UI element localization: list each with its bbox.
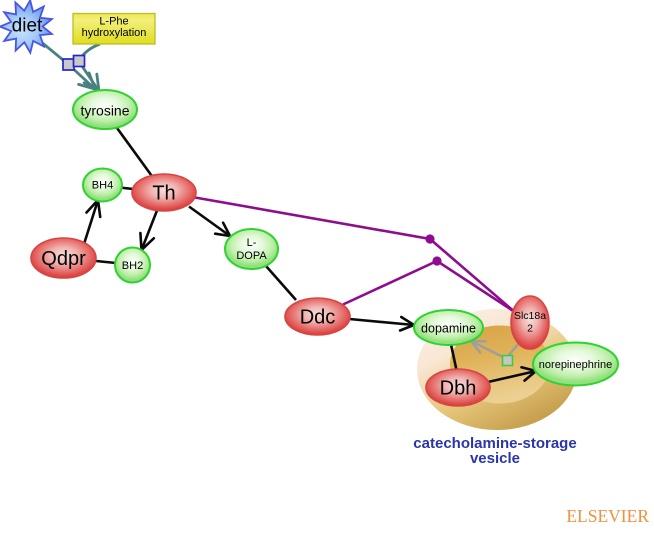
svg-text:vesicle: vesicle (470, 450, 520, 467)
svg-text:DOPA: DOPA (236, 250, 267, 262)
svg-text:BH4: BH4 (92, 180, 113, 192)
svg-text:norepinephrine: norepinephrine (539, 359, 612, 371)
svg-text:L-Phe: L-Phe (99, 16, 128, 28)
svg-text:Qdpr: Qdpr (41, 248, 86, 270)
svg-text:Th: Th (152, 183, 175, 205)
svg-text:Dbh: Dbh (440, 378, 477, 400)
svg-text:Ddc: Ddc (300, 307, 336, 329)
svg-text:diet: diet (12, 16, 43, 37)
svg-text:BH2: BH2 (122, 260, 143, 272)
svg-text:dopamine: dopamine (421, 322, 476, 336)
svg-text:L-: L- (247, 237, 257, 249)
svg-text:ELSEVIER: ELSEVIER (566, 506, 649, 526)
svg-text:tyrosine: tyrosine (80, 103, 129, 119)
svg-text:catecholamine-storage: catecholamine-storage (413, 435, 576, 452)
svg-text:2: 2 (527, 323, 533, 335)
svg-text:Slc18a: Slc18a (514, 310, 546, 322)
svg-text:hydroxylation: hydroxylation (82, 27, 147, 39)
